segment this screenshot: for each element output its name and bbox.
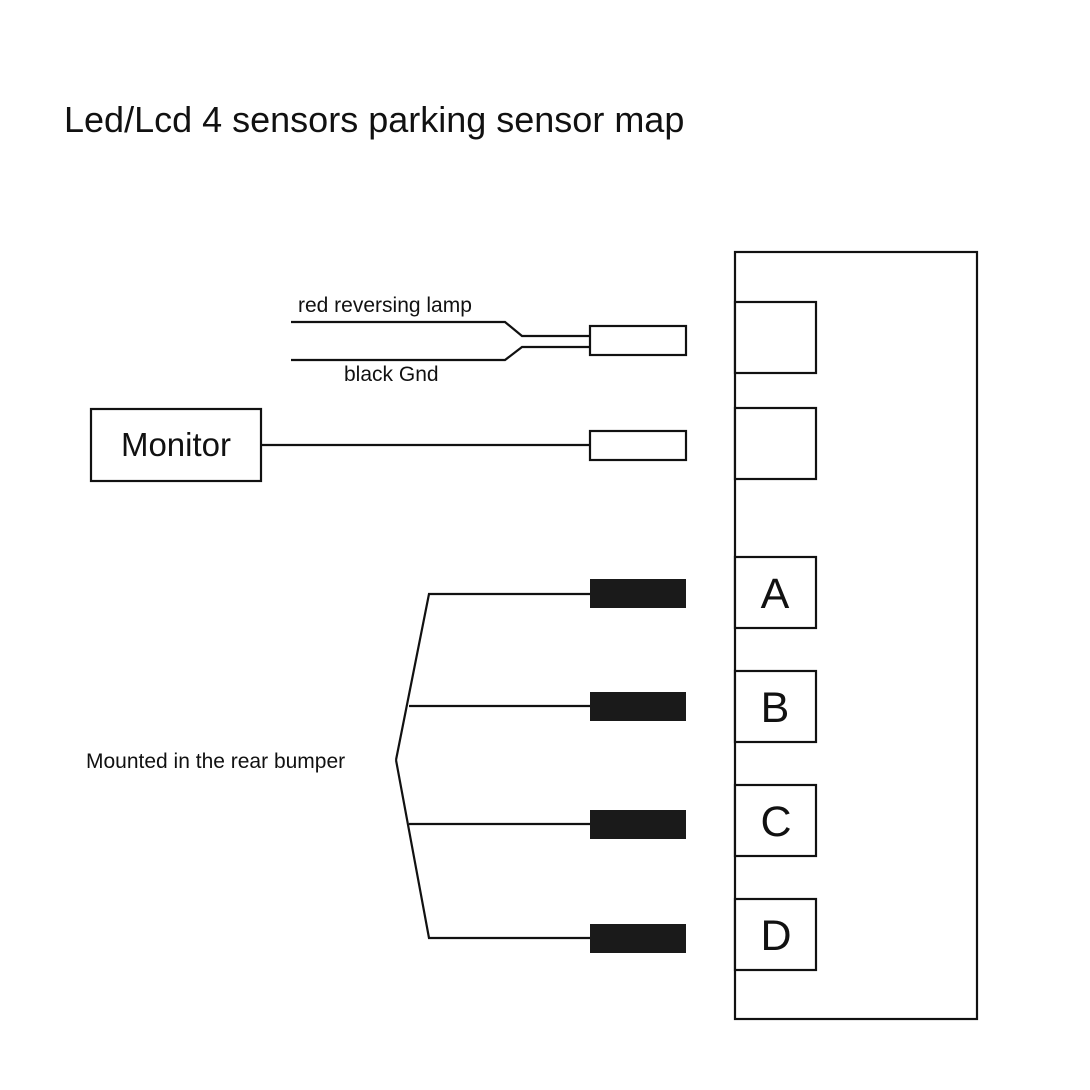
sensor-port-a-label: A <box>761 570 790 618</box>
monitor-label: Monitor <box>121 426 231 463</box>
sensor-port-d-box <box>733 897 818 972</box>
sensor-cable-d <box>394 759 590 940</box>
power-wires: red reversing lamp black Gnd <box>291 294 688 386</box>
monitor-connector <box>588 429 688 462</box>
sensor-port-b-box <box>733 669 818 744</box>
sensor-port-a-box <box>733 555 818 630</box>
monitor-box <box>89 407 263 483</box>
sensor-port-a: A <box>733 555 818 630</box>
black-wire-label: black Gnd <box>344 363 439 386</box>
red-wire <box>291 320 590 338</box>
power-port <box>733 300 818 375</box>
black-wire <box>291 345 590 362</box>
sensor-port-d: D <box>733 897 818 972</box>
sensor-harness: Mounted in the rear bumper <box>86 579 686 953</box>
sensor-plug-c <box>590 810 686 839</box>
sensor-port-c-label: C <box>760 798 791 846</box>
red-wire-label: red reversing lamp <box>298 294 472 317</box>
monitor-unit: Monitor <box>89 407 688 483</box>
sensor-plug-d <box>590 924 686 953</box>
sensor-port-b: B <box>733 669 818 744</box>
power-connector <box>588 324 688 357</box>
control-unit-box <box>733 250 979 1021</box>
sensor-cable-a <box>394 592 590 761</box>
monitor-port <box>733 406 818 481</box>
sensor-port-b-label: B <box>761 684 790 732</box>
sensor-port-c-box <box>733 783 818 858</box>
sensor-plug-b <box>590 692 686 721</box>
sensor-port-c: C <box>733 783 818 858</box>
sensor-port-d-label: D <box>760 912 791 960</box>
diagram-title: Led/Lcd 4 sensors parking sensor map <box>64 99 684 140</box>
sensor-group-label: Mounted in the rear bumper <box>86 750 345 773</box>
sensor-plug-a <box>590 579 686 608</box>
